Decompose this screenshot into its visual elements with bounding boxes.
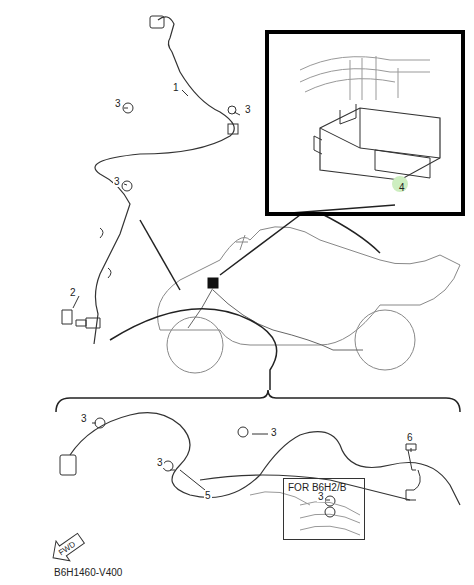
callout-number: 3 [156, 457, 164, 468]
variant-inset-box: FOR B6H2/B [283, 478, 365, 540]
callout-number: 3 [270, 427, 278, 438]
callout-number: 4 [399, 182, 405, 193]
callout-number: 5 [204, 490, 212, 501]
drawing-code: B6H1460-V400 [53, 567, 123, 578]
callout-number: 6 [406, 432, 414, 443]
inset-box: 4 [265, 30, 465, 216]
variant-note: FOR B6H2/B [288, 482, 346, 493]
callout-number: 3 [80, 413, 88, 424]
callout-number: 3 [114, 98, 122, 109]
callout-number: 1 [172, 82, 180, 93]
callout-number: 3 [244, 104, 252, 115]
callout-number: 3 [113, 176, 121, 187]
callout-number: 2 [69, 287, 77, 298]
